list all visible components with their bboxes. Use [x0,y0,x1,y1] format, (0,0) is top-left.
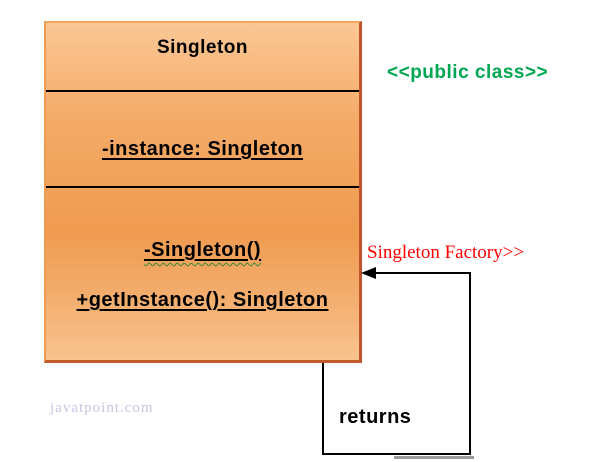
attributes-compartment: -instance: Singleton [46,92,359,188]
method-getinstance: +getInstance(): Singleton [76,289,329,311]
attribute-instance: -instance: Singleton [101,138,304,160]
method-constructor-text: -Singleton() [143,239,262,261]
returns-loop-shadow [394,456,474,459]
watermark: javatpoint.com [50,400,154,416]
returns-loop-left-line [322,363,324,455]
class-title: Singleton [156,37,249,58]
class-name-compartment: Singleton [46,23,359,92]
returns-loop-right-line [469,272,471,455]
method-constructor: -Singleton() [46,238,359,262]
methods-compartment: -Singleton() +getInstance(): Singleton [46,188,359,360]
factory-label: Singleton Factory>> [367,242,525,263]
arrowhead-left-icon [361,267,376,279]
class-box: Singleton -instance: Singleton -Singleto… [44,21,362,363]
returns-label: returns [339,406,412,428]
stereotype-label: <<public class>> [387,62,549,83]
returns-loop-bottom-line [322,453,471,455]
returns-loop-arrow-line [374,272,471,274]
